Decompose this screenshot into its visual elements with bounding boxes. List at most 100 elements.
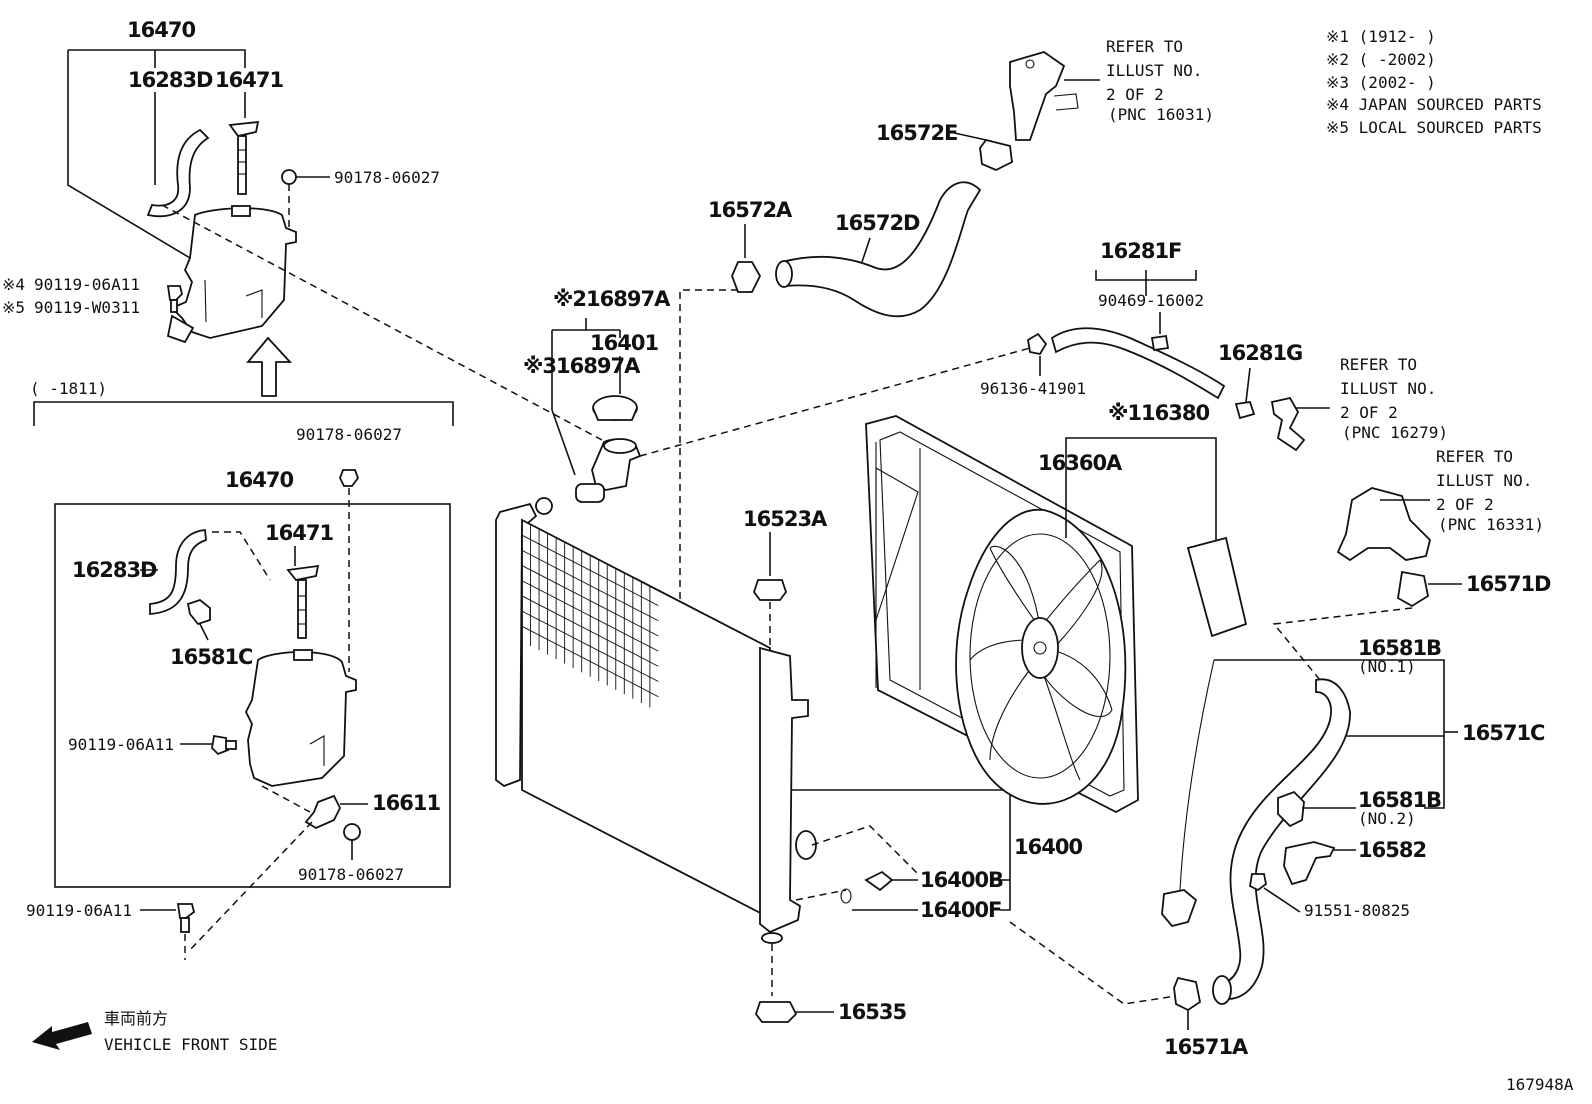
reservoir-bracket-icon bbox=[166, 314, 195, 344]
label-front-jp: 車両前方 bbox=[104, 1009, 168, 1028]
label-96136[interactable]: 96136-41901 bbox=[980, 379, 1086, 398]
label-refer1-d: (PNC 16031) bbox=[1108, 105, 1214, 124]
label-16281F[interactable]: 16281F bbox=[1100, 239, 1182, 263]
label-16581B-1[interactable]: 16581B bbox=[1358, 636, 1442, 660]
label-16401[interactable]: 16401 bbox=[590, 331, 659, 355]
label-refer1-c: 2 OF 2 bbox=[1106, 85, 1164, 104]
label-16571D[interactable]: 16571D bbox=[1466, 572, 1552, 596]
radiator-lower-mount-icon bbox=[761, 932, 783, 944]
label-refer3-b: ILLUST NO. bbox=[1436, 471, 1532, 490]
fan-hub-icon bbox=[1021, 617, 1059, 679]
label-refer3-c: 2 OF 2 bbox=[1436, 495, 1494, 514]
radiator-inlet-icon bbox=[535, 497, 553, 515]
label-16523A[interactable]: 16523A bbox=[743, 507, 829, 531]
radiator-left-tank-icon bbox=[495, 502, 538, 788]
legend-3: ※3 (2002- ) bbox=[1326, 73, 1436, 92]
nut-box-icon bbox=[343, 823, 361, 841]
label-refer2-c: 2 OF 2 bbox=[1340, 403, 1398, 422]
label-16360A[interactable]: 16360A bbox=[1038, 451, 1124, 475]
lower-hose-icon bbox=[1218, 678, 1351, 1000]
radiator-outlet-icon bbox=[795, 830, 817, 860]
fan-motor-plate-icon bbox=[1186, 536, 1248, 638]
bolt-bottom-shank-icon bbox=[180, 917, 190, 933]
cap-stem-icon bbox=[237, 135, 247, 195]
reservoir-neck-icon bbox=[231, 205, 251, 217]
label-16400B[interactable]: 16400B bbox=[920, 868, 1004, 892]
bypass-pipe-icon bbox=[1270, 396, 1306, 452]
label-16283D-top[interactable]: 16283D bbox=[128, 68, 214, 92]
label-range-1811: ( -1811) bbox=[30, 379, 107, 398]
radiator-cap-skirt-icon bbox=[592, 407, 638, 421]
label-16400F[interactable]: 16400F bbox=[920, 898, 1002, 922]
label-16281G[interactable]: 16281G bbox=[1218, 341, 1303, 365]
label-16380[interactable]: ※116380 bbox=[1108, 401, 1210, 425]
reservoir-neck-box-icon bbox=[293, 649, 313, 661]
label-refer2-a: REFER TO bbox=[1340, 355, 1417, 374]
label-90178-top[interactable]: 90178-06027 bbox=[334, 168, 440, 187]
radiator-right-tank-icon bbox=[759, 646, 809, 934]
label-16535[interactable]: 16535 bbox=[838, 1000, 907, 1024]
legend-2: ※2 ( -2002) bbox=[1326, 50, 1436, 69]
label-16611[interactable]: 16611 bbox=[372, 791, 441, 815]
label-90119-box[interactable]: 90119-06A11 bbox=[68, 735, 174, 754]
label-16470-top[interactable]: 16470 bbox=[127, 18, 196, 42]
marker-4: ※4 bbox=[2, 275, 25, 294]
bolt-bottom-icon bbox=[176, 903, 196, 919]
reservoir-cap-icon bbox=[228, 120, 260, 138]
hose-clamp-16572A-icon bbox=[731, 261, 762, 293]
label-90178-box[interactable]: 90178-06027 bbox=[298, 865, 404, 884]
label-16572A[interactable]: 16572A bbox=[708, 198, 794, 222]
bypass-hose-icon bbox=[1050, 327, 1226, 400]
filler-neck-top-icon bbox=[603, 438, 637, 454]
label-16470-box[interactable]: 16470 bbox=[225, 468, 294, 492]
label-16572D[interactable]: 16572D bbox=[835, 211, 921, 235]
label-16897A-2[interactable]: ※216897A bbox=[553, 287, 672, 311]
label-90178-mid[interactable]: 90178-06027 bbox=[296, 425, 402, 444]
nut-icon bbox=[281, 169, 297, 185]
lower-hose-end-icon bbox=[1212, 975, 1232, 1005]
label-16581B-2[interactable]: 16581B bbox=[1358, 788, 1442, 812]
lower-hose-group: REFER TO ILLUST NO. 2 OF 2 (PNC 16331) 1… bbox=[1161, 447, 1552, 1059]
marker-5: ※5 bbox=[2, 298, 25, 317]
label-90469[interactable]: 90469-16002 bbox=[1098, 291, 1204, 310]
drain-oring-icon bbox=[840, 888, 852, 904]
reservoir-cap-box-icon bbox=[286, 564, 320, 581]
overflow-hose-icon bbox=[146, 128, 210, 218]
legend-5: ※5 LOCAL SOURCED PARTS bbox=[1326, 118, 1542, 137]
legend-4: ※4 JAPAN SOURCED PARTS bbox=[1326, 95, 1542, 114]
label-90119-06A11-top[interactable]: 90119-06A11 bbox=[34, 275, 140, 294]
label-refer3-a: REFER TO bbox=[1436, 447, 1513, 466]
nut-mid-icon bbox=[339, 469, 360, 487]
label-90119-bottom[interactable]: 90119-06A11 bbox=[26, 901, 132, 920]
label-16581C[interactable]: 16581C bbox=[170, 645, 254, 669]
upper-hose-end-icon bbox=[775, 260, 793, 288]
label-16471-top[interactable]: 16471 bbox=[215, 68, 284, 92]
vehicle-front-indicator: 車両前方 VEHICLE FRONT SIDE bbox=[32, 1009, 277, 1054]
hose-clip-16581B-icon bbox=[1277, 790, 1305, 828]
cap-stem-box-icon bbox=[297, 579, 307, 639]
clamp-96136-icon bbox=[1027, 332, 1048, 356]
bolt-bottom: 90119-06A11 bbox=[26, 901, 196, 960]
label-refer2-b: ILLUST NO. bbox=[1340, 379, 1436, 398]
hose-clamp-upper-icon bbox=[1161, 889, 1198, 928]
label-91551[interactable]: 91551-80825 bbox=[1304, 901, 1410, 920]
legend-1: ※1 (1912- ) bbox=[1326, 27, 1436, 46]
hose-clip-icon bbox=[186, 598, 211, 626]
radiator-group: 16523A 16400 16400B 16400F 16535 bbox=[495, 497, 1177, 1024]
label-16571C[interactable]: 16571C bbox=[1462, 721, 1546, 745]
label-90119-W0311[interactable]: 90119-W0311 bbox=[34, 298, 140, 317]
hose-clamp-16571D-icon bbox=[1397, 570, 1430, 608]
label-16471-box[interactable]: 16471 bbox=[265, 521, 334, 545]
hose-clamp-16571A-icon bbox=[1173, 976, 1202, 1012]
label-16400[interactable]: 16400 bbox=[1014, 835, 1083, 859]
label-16897A-3[interactable]: ※316897A bbox=[523, 354, 642, 378]
lower-cushion-icon bbox=[754, 1001, 798, 1023]
label-16571A[interactable]: 16571A bbox=[1164, 1035, 1250, 1059]
label-refer1-a: REFER TO bbox=[1106, 37, 1183, 56]
label-16582[interactable]: 16582 bbox=[1358, 838, 1427, 862]
label-16572E[interactable]: 16572E bbox=[876, 121, 958, 145]
bracket-icon bbox=[304, 794, 342, 830]
reservoir-tank-box-icon bbox=[244, 651, 357, 787]
diagram-number: 167948A bbox=[1506, 1075, 1574, 1094]
